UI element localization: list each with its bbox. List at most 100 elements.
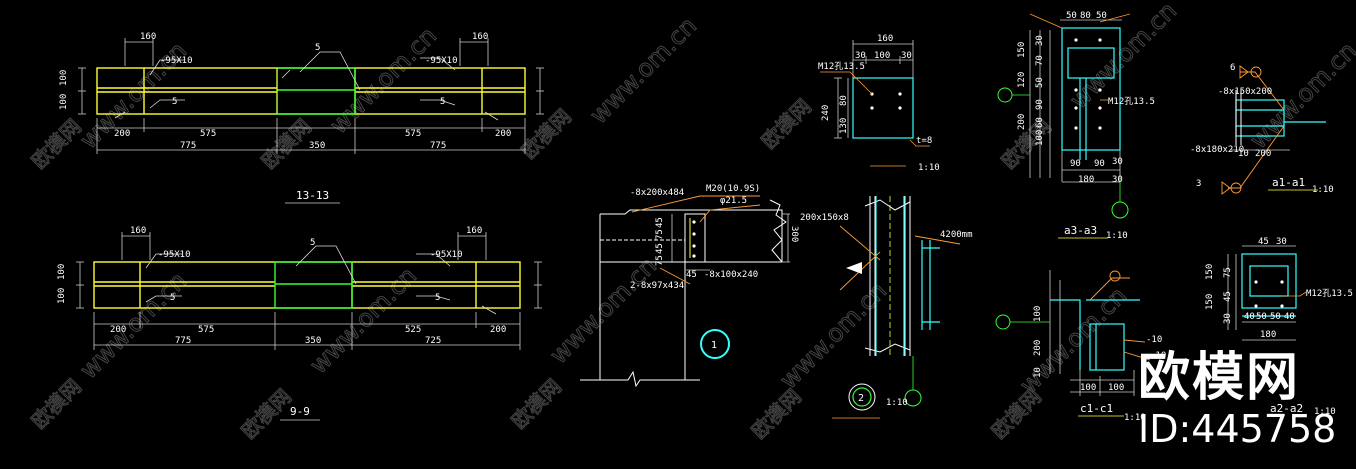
dim-160-left: 160: [130, 226, 146, 236]
dim-160-right: 160: [466, 226, 482, 236]
grid-bubble: [997, 87, 1013, 103]
watermark-cn: 欧模网: [27, 374, 86, 433]
a2-scale: 1:10: [1314, 407, 1336, 417]
dim-total: 350: [309, 141, 325, 151]
beam-bottom-elevation: 160 160 -95X10 -95X10 5 5 5 200 575 525 …: [57, 226, 542, 421]
a3-bottom-dim: 90: [1070, 159, 1081, 169]
a2-left-dim: 45: [1223, 291, 1233, 302]
a3-top-dim: 50: [1066, 11, 1077, 21]
a2-bottom-dim: 50: [1270, 312, 1281, 322]
section-title-13-13: 13-13: [296, 189, 329, 202]
node2-number: 2: [858, 393, 864, 404]
a3-left-dim: 200: [1017, 114, 1027, 130]
a3-left-small: 60: [1035, 117, 1045, 128]
plate-thickness: t=8: [916, 136, 932, 146]
a1-dim: 200: [1255, 149, 1271, 159]
node2-label-right: 4200mm: [940, 230, 973, 240]
a1-title: a1-a1: [1272, 176, 1305, 189]
a3-left-small: 100: [1035, 130, 1045, 146]
node1-dim: 45: [655, 243, 665, 254]
side-dim: 100: [57, 288, 67, 304]
dim-total: 725: [425, 336, 441, 346]
c1-label: -10: [1146, 335, 1162, 345]
watermark-cn: 欧模网: [237, 384, 296, 443]
a3-bottom-dim: 90: [1094, 159, 1105, 169]
c1-title: c1-c1: [1080, 402, 1113, 415]
beam-top-elevation: 160 160 -95X10 -95X10 5 5 5 200 575 575 …: [59, 32, 544, 204]
grid-bubble: [1111, 201, 1129, 219]
a3-side-small: 30: [1112, 157, 1123, 167]
plate-label-right: -95X10: [430, 250, 463, 260]
plate-label-left: -95X10: [158, 250, 191, 260]
dim-lower: 200: [114, 129, 130, 139]
a3-left-dim: 150: [1017, 42, 1027, 58]
a2-bolt: M12孔13.5: [1306, 288, 1353, 299]
dim-lower: 575: [200, 129, 216, 139]
a2-title: a2-a2: [1270, 402, 1303, 415]
dim-lower: 200: [490, 325, 506, 335]
weld-size: 5: [310, 238, 315, 248]
watermark-site: www.om.cn: [584, 12, 702, 130]
c1-left-dim: 200: [1033, 340, 1043, 356]
plate-detail: 160 30 100 30 M12孔13.5 240 130 80 t=8 1:…: [818, 34, 940, 173]
node1-dim: 75: [655, 255, 665, 266]
a3-side-small: 30: [1112, 175, 1123, 185]
a2-total: 180: [1260, 330, 1276, 340]
node1-label-stiff: 2-8x97x434: [630, 281, 684, 291]
c1-left-dim: 100: [1033, 306, 1043, 322]
watermark-site: www.om.cn: [74, 37, 192, 155]
a3-left-small: 90: [1035, 99, 1045, 110]
plate-bolt: M12孔13.5: [818, 61, 865, 72]
c1-left-dim: 10: [1033, 367, 1043, 378]
watermark-cn: 欧模网: [757, 94, 816, 153]
plate-top-dim: 30: [855, 51, 866, 61]
plate-label-right: -95X10: [425, 56, 458, 66]
a3-total: 180: [1078, 175, 1094, 185]
node2-label-left: 200x150x8: [800, 213, 849, 223]
node1-number: 1: [711, 340, 717, 351]
a1-weld-top: 6: [1230, 63, 1235, 73]
dim-lower: 575: [405, 129, 421, 139]
a3-left-dim: 120: [1017, 72, 1027, 88]
dim-lower: 525: [405, 325, 421, 335]
dim-total: 775: [175, 336, 191, 346]
node2-scale: 1:10: [886, 398, 908, 408]
section-title-9-9: 9-9: [290, 405, 310, 418]
a2-top-dim: 45: [1258, 237, 1269, 247]
a2-bottom-dim: 50: [1256, 312, 1267, 322]
node-1-badge: [700, 329, 730, 359]
section-a2: 45 30 150 150 75 45 30 40 50 50 40 180 M…: [1205, 237, 1353, 417]
node-2-badge: [852, 387, 872, 407]
node1-height: 300: [789, 226, 799, 242]
watermark-site: www.om.cn: [324, 22, 442, 140]
a3-left-small: 30: [1035, 35, 1045, 46]
a3-scale: 1:10: [1106, 231, 1128, 241]
a3-bolt: M12孔13.5: [1108, 96, 1155, 107]
c1-bottom-dim: 100: [1080, 383, 1096, 393]
a3-top-dim: 80: [1080, 11, 1091, 21]
watermark-site: www.om.cn: [304, 262, 422, 380]
weld-size: 5: [172, 97, 177, 107]
a3-top-dim: 50: [1096, 11, 1107, 21]
watermark-cn: 欧模网: [987, 384, 1046, 443]
node1-label-plate: -8x100x240: [704, 270, 758, 280]
brand-logo-text: 欧模网: [1138, 348, 1301, 408]
plate-scale: 1:10: [918, 163, 940, 173]
plate-width: 160: [877, 34, 893, 44]
side-dim: 100: [59, 94, 69, 110]
a2-left-dim: 150: [1205, 264, 1215, 280]
node1-dim: 45: [655, 217, 665, 228]
node-1-detail: -8x200x484 M20(10.9S) φ21.5 45 75 45 75 …: [580, 184, 799, 388]
section-a3: 50 80 50 M12孔13.5 150 120 200 30 70 50 9…: [997, 11, 1155, 241]
a1-label-bottom: -8x180x210: [1190, 145, 1244, 155]
dim-lower: 575: [198, 325, 214, 335]
a2-bottom-dim: 40: [1284, 312, 1295, 322]
dim-total: 775: [430, 141, 446, 151]
node-2-detail: 200x150x8 4200mm 2 1:10: [800, 196, 973, 419]
plate-side-dim: 80: [839, 95, 849, 106]
a1-label-top: -8x150x200: [1218, 87, 1272, 97]
a1-dim: 10: [1238, 149, 1249, 159]
watermark-site: www.om.cn: [544, 252, 662, 370]
weld-size: 5: [170, 293, 175, 303]
